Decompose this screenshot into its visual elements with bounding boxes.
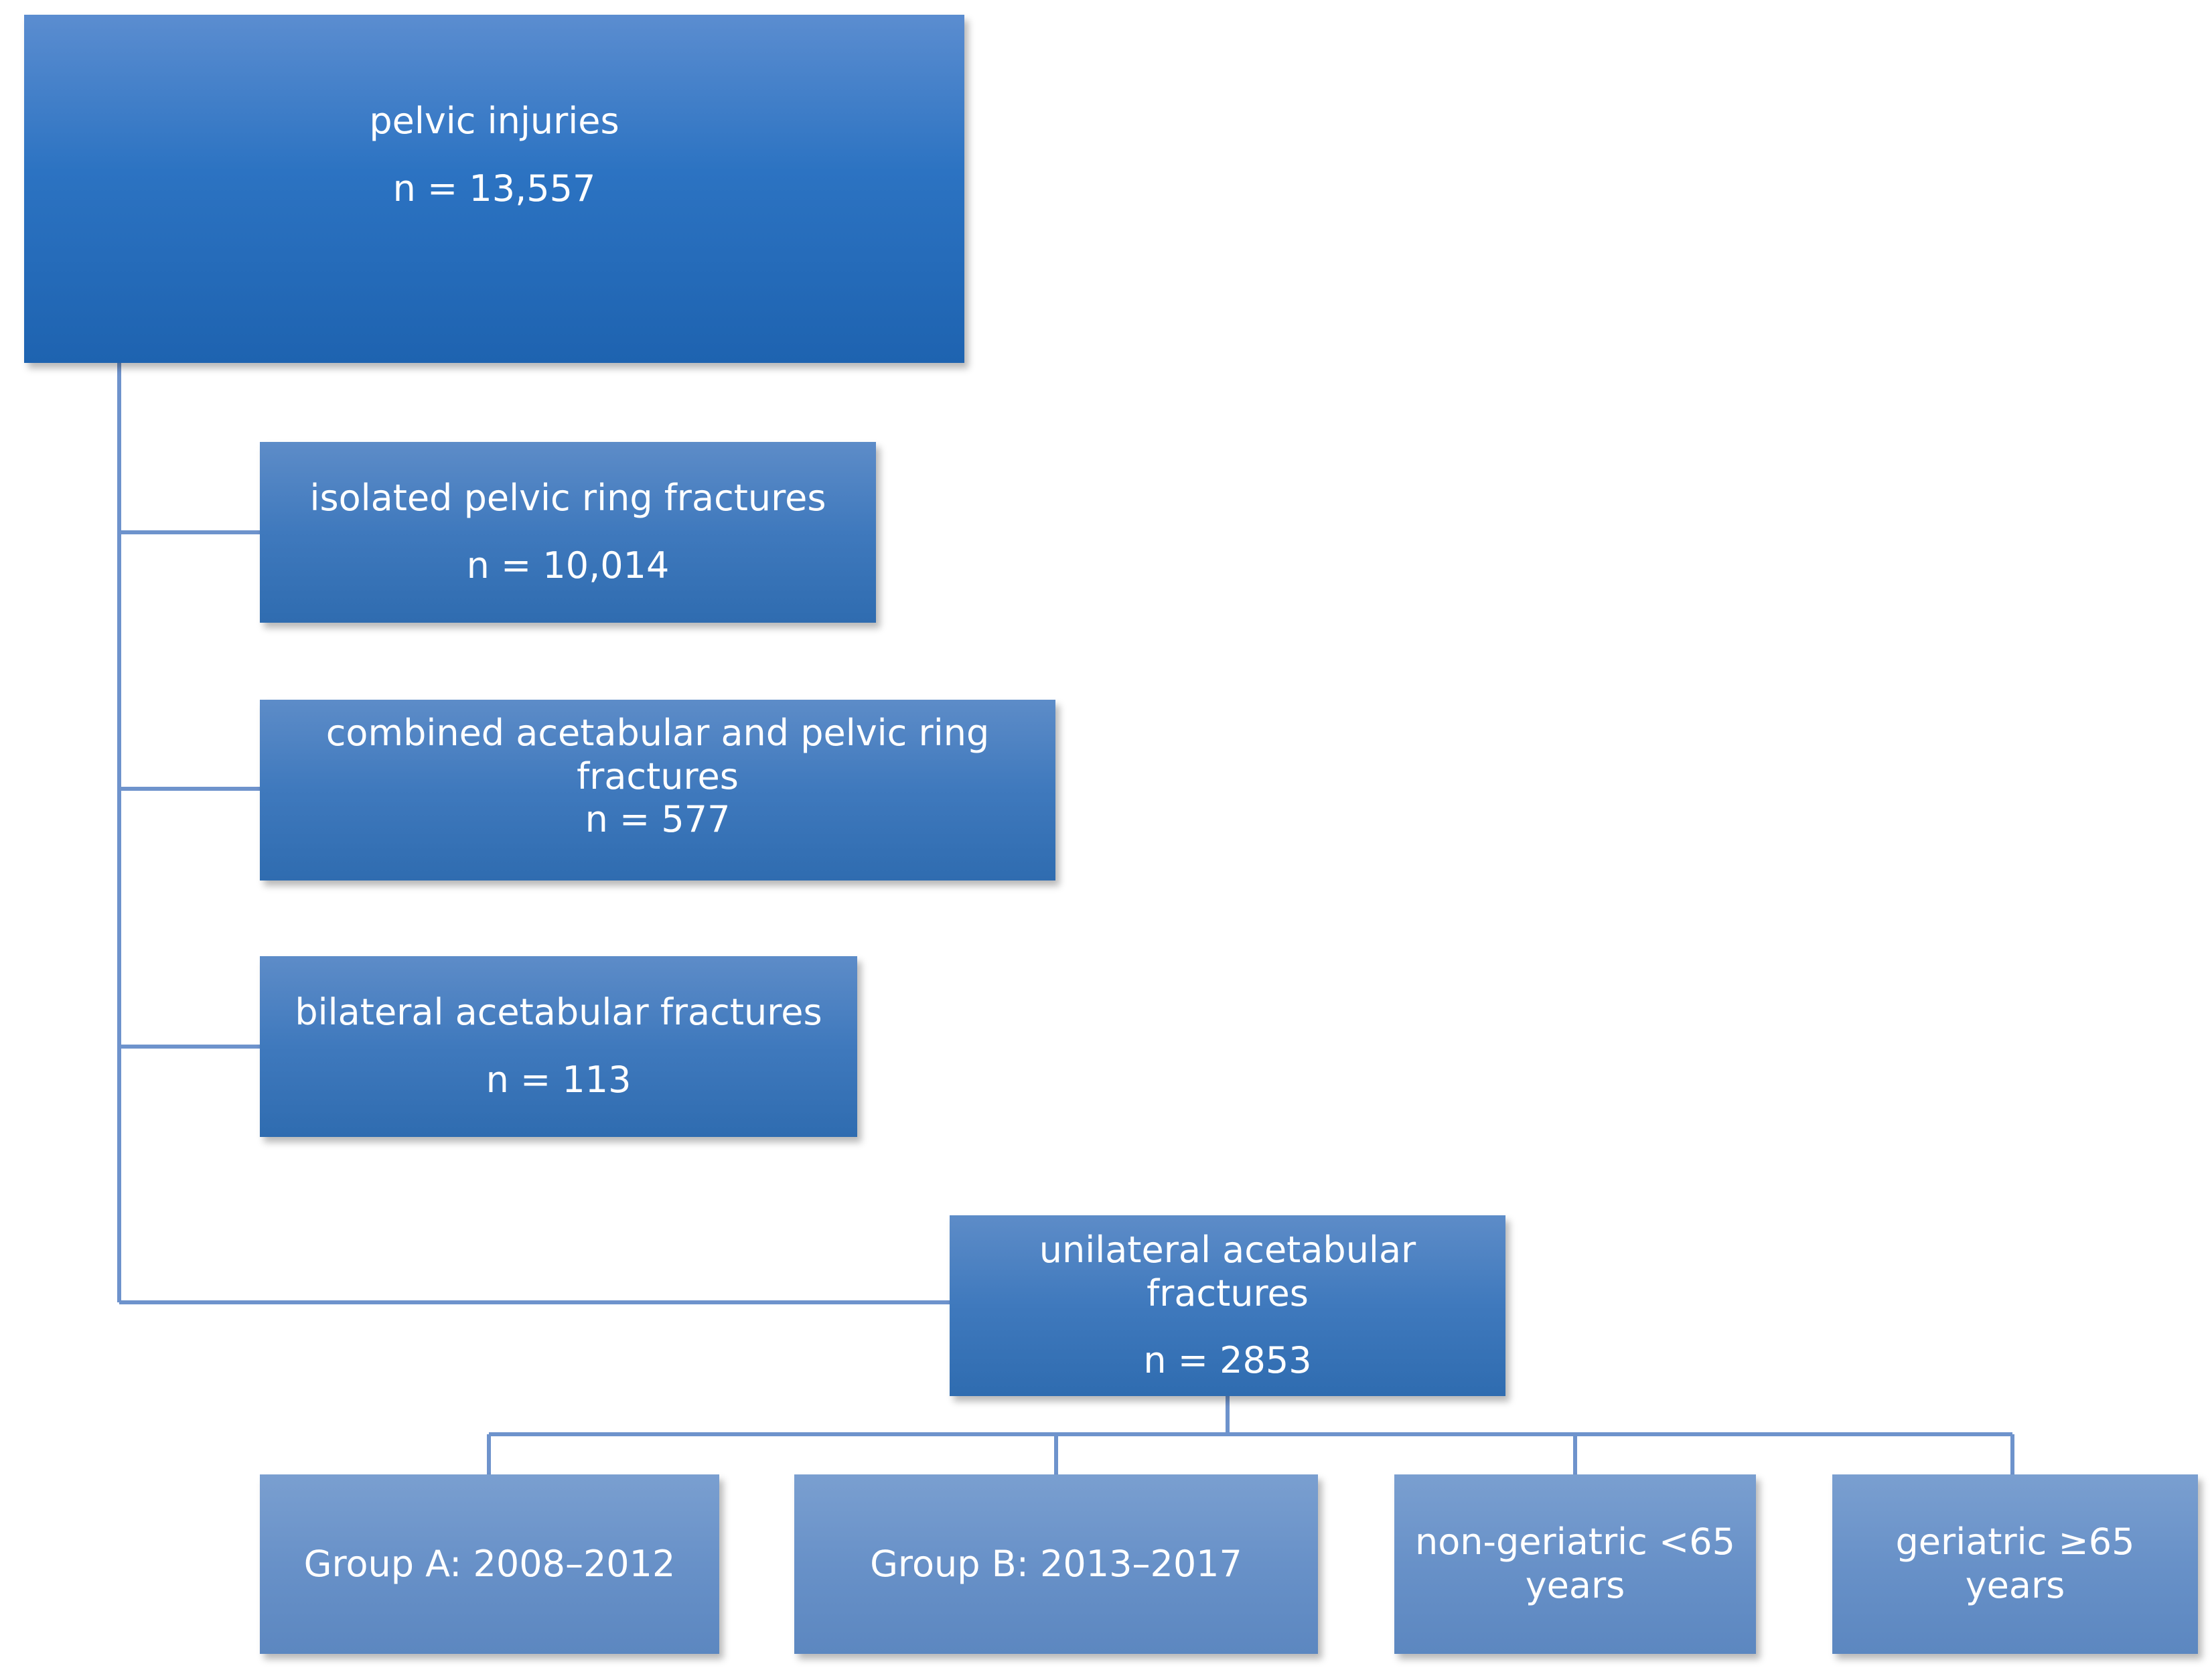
box-isolated-pelvic-ring: isolated pelvic ring fractures n = 10,01… (260, 442, 876, 623)
box-non-geriatric: non-geriatric <65 years (1394, 1474, 1756, 1654)
box-combined-acetabular-pelvic: combined acetabular and pelvic ring frac… (260, 700, 1055, 881)
box-unilateral-acetabular: unilateral acetabular fractures n = 2853 (950, 1215, 1505, 1396)
box-group-a: Group A: 2008–2012 (260, 1474, 719, 1654)
combined-count: n = 577 (585, 798, 731, 841)
isolated-title: isolated pelvic ring fractures (309, 477, 826, 520)
root-box-pelvic-injuries: pelvic injuries n = 13,557 (24, 15, 964, 363)
box-bilateral-acetabular: bilateral acetabular fractures n = 113 (260, 956, 857, 1137)
isolated-count: n = 10,014 (466, 544, 670, 587)
combined-title: combined acetabular and pelvic ring frac… (325, 711, 990, 797)
non-geriatric-label: non-geriatric <65 years (1415, 1521, 1735, 1606)
root-count: n = 13,557 (392, 167, 596, 210)
group-a-label: Group A: 2008–2012 (303, 1542, 676, 1585)
box-group-b: Group B: 2013–2017 (794, 1474, 1318, 1654)
group-b-label: Group B: 2013–2017 (870, 1542, 1242, 1585)
root-title: pelvic injuries (369, 100, 619, 143)
geriatric-label: geriatric ≥65 years (1895, 1521, 2135, 1606)
box-geriatric: geriatric ≥65 years (1832, 1474, 2198, 1654)
unilateral-count: n = 2853 (1143, 1339, 1312, 1382)
bilateral-count: n = 113 (486, 1059, 632, 1101)
bilateral-title: bilateral acetabular fractures (295, 991, 822, 1034)
unilateral-title: unilateral acetabular fractures (1039, 1228, 1416, 1314)
